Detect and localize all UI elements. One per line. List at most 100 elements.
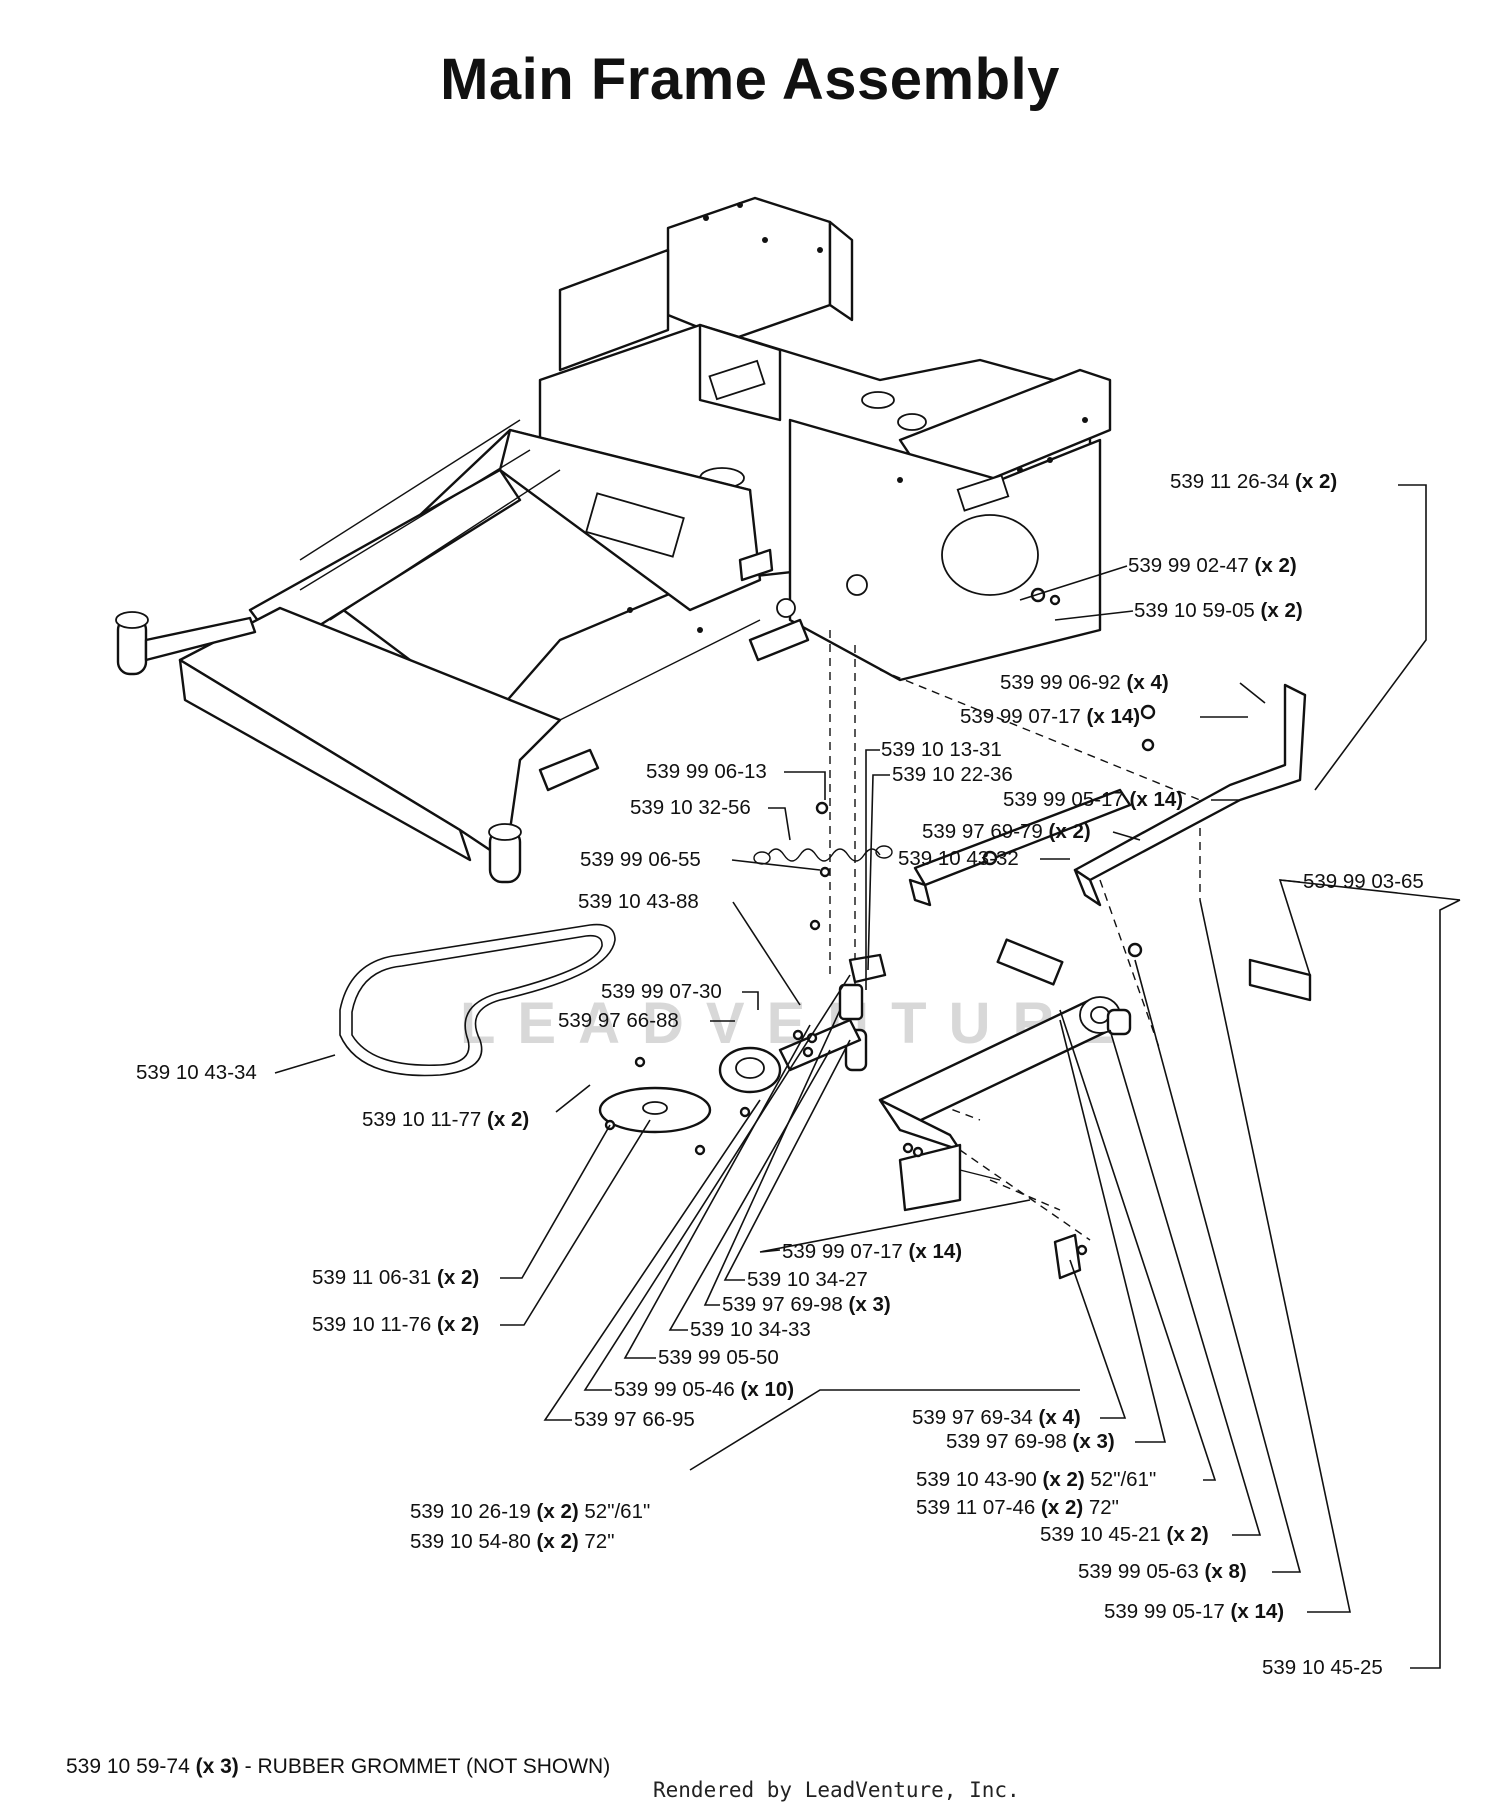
part-qty: (x 2) [1048, 820, 1091, 843]
part-number: 539 10 43-90 [916, 1468, 1037, 1491]
part-number: 539 99 07-17 [960, 705, 1081, 728]
part-qty: (x 3) [1072, 1430, 1115, 1453]
callout-c5: 539 99 07-17 (x 14) [960, 705, 1140, 729]
footnote: 539 10 59-74 (x 3) - RUBBER GROMMET (NOT… [66, 1755, 610, 1779]
part-number: 539 10 43-34 [136, 1061, 257, 1084]
part-number: 539 11 26-34 [1170, 470, 1290, 493]
part-number: 539 99 06-55 [580, 848, 701, 871]
callout-c29: 539 97 69-34 (x 4) [912, 1406, 1081, 1430]
part-number: 539 99 05-17 [1003, 788, 1124, 811]
footnote-qty: (x 3) [195, 1755, 239, 1778]
part-qty: (x 2) [1260, 599, 1303, 622]
part-number: 539 97 69-98 [946, 1430, 1067, 1453]
callout-c1: 539 11 26-34 (x 2) [1170, 470, 1337, 494]
callout-c12: 539 10 43-32 [898, 847, 1019, 871]
callout-c34: 539 10 45-21 (x 2) [1040, 1523, 1209, 1547]
part-number: 539 99 06-13 [646, 760, 767, 783]
callout-c19: 539 10 11-77 (x 2) [362, 1108, 529, 1132]
part-note: 72" [584, 1530, 615, 1553]
part-number: 539 97 66-88 [558, 1009, 679, 1032]
part-qty: (x 2) [437, 1266, 480, 1289]
part-number: 539 11 07-46 [916, 1496, 1036, 1519]
callout-c37: 539 99 05-17 (x 14) [1104, 1600, 1284, 1624]
callout-c24: 539 10 11-76 (x 2) [312, 1313, 479, 1337]
callout-c7: 539 99 06-13 [646, 760, 767, 784]
callout-c8: 539 10 22-36 [892, 763, 1013, 787]
part-note: 52"/61" [1090, 1468, 1157, 1491]
callout-c10: 539 99 05-17 (x 14) [1003, 788, 1183, 812]
callout-c18: 539 10 43-34 [136, 1061, 257, 1085]
callout-c22: 539 10 34-27 [747, 1268, 868, 1292]
callout-c4: 539 99 06-92 (x 4) [1000, 671, 1169, 695]
part-qty: (x 4) [1126, 671, 1169, 694]
part-number: 539 10 45-21 [1040, 1523, 1161, 1546]
part-number: 539 10 54-80 [410, 1530, 531, 1553]
page-title: Main Frame Assembly [440, 47, 1060, 112]
part-number: 539 99 07-30 [601, 980, 722, 1003]
credit-line: Rendered by LeadVenture, Inc. [653, 1778, 1020, 1802]
leader-lines [274, 484, 1461, 1669]
callout-c28: 539 97 66-95 [574, 1408, 695, 1432]
callout-c14: 539 10 43-88 [578, 890, 699, 914]
callout-c25: 539 10 34-33 [690, 1318, 811, 1342]
part-qty: (x 3) [848, 1293, 891, 1316]
callout-c30: 539 97 69-98 (x 3) [946, 1430, 1115, 1454]
part-number: 539 99 02-47 [1128, 554, 1249, 577]
callout-c2: 539 99 02-47 (x 2) [1128, 554, 1297, 578]
part-number: 539 99 03-65 [1303, 870, 1424, 893]
part-number: 539 99 05-46 [614, 1378, 735, 1401]
part-number: 539 10 11-77 [362, 1108, 482, 1131]
part-number: 539 10 11-76 [312, 1313, 432, 1336]
callout-c36: 539 99 05-63 (x 8) [1078, 1560, 1247, 1584]
part-number: 539 97 69-79 [922, 820, 1043, 843]
part-qty: (x 2) [487, 1108, 530, 1131]
footnote-text: - RUBBER GROMMET (NOT SHOWN) [244, 1755, 611, 1778]
callout-c21: 539 11 06-31 (x 2) [312, 1266, 479, 1290]
main-frame [115, 196, 1112, 884]
callout-c38: 539 10 45-25 [1262, 1656, 1383, 1680]
callout-c20: 539 99 07-17 (x 14) [782, 1240, 962, 1264]
part-qty: (x 10) [740, 1378, 795, 1401]
callout-c33: 539 10 26-19 (x 2) 52"/61" [410, 1500, 650, 1524]
part-number: 539 10 22-36 [892, 763, 1013, 786]
part-qty: (x 14) [1230, 1600, 1285, 1623]
part-qty: (x 2) [1295, 470, 1338, 493]
part-note: 72" [1088, 1496, 1119, 1519]
footnote-part-number: 539 10 59-74 [66, 1755, 190, 1778]
part-qty: (x 2) [1254, 554, 1297, 577]
part-number: 539 99 05-63 [1078, 1560, 1199, 1583]
part-qty: (x 8) [1204, 1560, 1247, 1583]
callout-c23: 539 97 69-98 (x 3) [722, 1293, 891, 1317]
part-number: 539 10 45-25 [1262, 1656, 1383, 1679]
part-number: 539 11 06-31 [312, 1266, 432, 1289]
part-number: 539 99 05-50 [658, 1346, 779, 1369]
callout-c3: 539 10 59-05 (x 2) [1134, 599, 1303, 623]
part-number: 539 10 43-32 [898, 847, 1019, 870]
callout-c35: 539 10 54-80 (x 2) 72" [410, 1530, 614, 1554]
callout-c32: 539 11 07-46 (x 2) 72" [916, 1496, 1119, 1520]
part-qty: (x 2) [1041, 1496, 1084, 1519]
part-number: 539 10 32-56 [630, 796, 751, 819]
part-number: 539 10 34-27 [747, 1268, 868, 1291]
callout-c17: 539 97 66-88 [558, 1009, 679, 1033]
part-note: 52"/61" [584, 1500, 651, 1523]
callout-c9: 539 10 32-56 [630, 796, 751, 820]
callout-c26: 539 99 05-50 [658, 1346, 779, 1370]
part-qty: (x 2) [437, 1313, 480, 1336]
part-number: 539 99 07-17 [782, 1240, 903, 1263]
part-number: 539 10 13-31 [881, 738, 1002, 761]
part-number: 539 99 06-92 [1000, 671, 1121, 694]
mechanism-parts [339, 587, 1461, 1280]
part-qty: (x 2) [1042, 1468, 1085, 1491]
part-number: 539 10 59-05 [1134, 599, 1255, 622]
part-qty: (x 2) [536, 1500, 579, 1523]
part-qty: (x 14) [1086, 705, 1141, 728]
part-number: 539 97 69-98 [722, 1293, 843, 1316]
part-number: 539 10 26-19 [410, 1500, 531, 1523]
part-number: 539 97 69-34 [912, 1406, 1033, 1429]
part-qty: (x 2) [1166, 1523, 1209, 1546]
part-qty: (x 14) [1129, 788, 1184, 811]
part-number: 539 10 43-88 [578, 890, 699, 913]
